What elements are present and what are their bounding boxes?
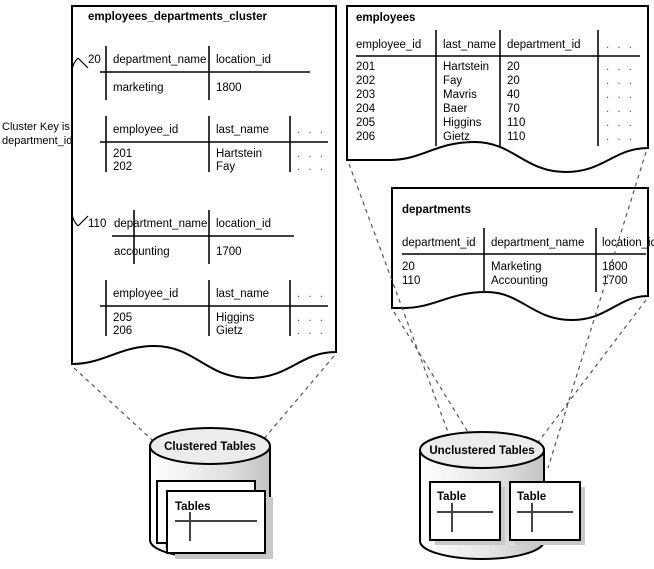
- card-label: Table: [437, 491, 466, 503]
- cluster-key-value: 20: [88, 54, 101, 66]
- table-cell: 20: [507, 75, 520, 87]
- cluster-key-label-line1: Cluster Key is: [2, 121, 70, 133]
- table-cell: Hartstein: [443, 61, 489, 73]
- table-cell: Accounting: [491, 275, 548, 287]
- column-header: employee_id: [113, 288, 178, 300]
- table-cell: 202: [356, 75, 375, 87]
- table-cell: 110: [507, 117, 525, 129]
- cluster-key-value: 110: [88, 218, 106, 230]
- table-cell: Gietz: [443, 131, 470, 143]
- table-cell: Fay: [443, 75, 462, 87]
- table-cell: 205: [113, 312, 132, 324]
- cylinder-top-ellipse: [149, 427, 271, 465]
- table-cell: Baer: [443, 103, 467, 115]
- departments-box-title: departments: [402, 204, 471, 216]
- cluster-emp-table-110: employee_id last_name . . . 205 Higgins …: [100, 280, 328, 337]
- clustered-tables-cylinder: Clustered Tables Tables: [149, 427, 273, 559]
- column-header: department_id: [402, 237, 476, 249]
- connector-departments-right: [519, 299, 647, 467]
- table-cell: 70: [507, 103, 520, 115]
- column-header: last_name: [216, 288, 269, 300]
- table-cell: 206: [356, 131, 375, 143]
- table-cell: 110: [507, 131, 525, 143]
- column-header: department_id: [507, 39, 581, 51]
- employees-box-title: employees: [356, 12, 415, 24]
- column-header: department_name: [113, 54, 206, 66]
- cluster-dept-table-110: department_name location_id accounting 1…: [112, 210, 294, 264]
- connector-employees-left: [348, 163, 463, 471]
- table-cell: Mavris: [443, 89, 477, 101]
- cluster-key-label-line2: department_id: [2, 135, 72, 147]
- table-cell: accounting: [114, 246, 170, 258]
- ellipsis-cell: . . .: [606, 75, 634, 87]
- cluster-box-title: employees_departments_cluster: [88, 11, 267, 23]
- cluster-group-110: 110 department_name location_id accounti…: [88, 210, 328, 337]
- column-header: location_id: [602, 237, 654, 249]
- table-cell: Higgins: [443, 117, 482, 129]
- ellipsis-cell: . . .: [606, 89, 634, 101]
- cylinder-top-ellipse: [419, 431, 545, 469]
- table-cell: 20: [402, 261, 415, 273]
- table-cell: 1800: [602, 261, 628, 273]
- column-header: location_id: [216, 218, 271, 230]
- ellipsis-column: . . .: [297, 288, 325, 300]
- table-cell: 204: [356, 103, 376, 115]
- table-cell: Hartstein: [216, 148, 262, 160]
- table-cell: Gietz: [216, 325, 243, 337]
- ellipsis-column: . . .: [297, 124, 325, 136]
- column-header: department_name: [491, 237, 584, 249]
- unclustered-cylinder-label: Unclustered Tables: [429, 445, 534, 457]
- card-label: Table: [517, 491, 546, 503]
- table-cell: 205: [356, 117, 375, 129]
- table-cell: 110: [402, 275, 420, 287]
- table-cell: 20: [507, 61, 520, 73]
- cluster-key-bracket: [71, 57, 89, 227]
- column-header: employee_id: [356, 39, 421, 51]
- table-cell: 40: [507, 89, 520, 101]
- column-header: location_id: [216, 54, 271, 66]
- table-cell: 1800: [216, 82, 242, 94]
- card-label: Tables: [175, 501, 211, 513]
- ellipsis-cell: . . .: [606, 103, 634, 115]
- table-cell: 203: [356, 89, 375, 101]
- ellipsis-cell: . . .: [606, 61, 634, 73]
- column-header: employee_id: [113, 124, 178, 136]
- ellipsis-column: . . .: [606, 39, 634, 51]
- column-header: last_name: [216, 124, 269, 136]
- cluster-group-20: 20 department_name location_id marketing…: [88, 46, 328, 173]
- cluster-emp-table-20: employee_id last_name . . . 201 Hartstei…: [100, 116, 328, 173]
- ellipsis-cell: . . .: [297, 325, 325, 337]
- table-cell: Higgins: [216, 312, 255, 324]
- unclustered-tables-cylinder: Unclustered Tables Table Table: [419, 431, 585, 560]
- column-header: last_name: [443, 39, 496, 51]
- cluster-box: employees_departments_cluster: [71, 5, 337, 380]
- table-cell: 201: [356, 61, 375, 73]
- connector-employees-right: [547, 151, 647, 469]
- cluster-dept-table-20: department_name location_id marketing 18…: [100, 46, 310, 100]
- column-header: department_name: [114, 218, 207, 230]
- table-cell: 201: [113, 148, 132, 160]
- clustered-cylinder-label: Clustered Tables: [164, 441, 256, 453]
- table-cell: 202: [113, 161, 132, 173]
- departments-box: departments department_id department_nam…: [391, 187, 654, 322]
- ellipsis-cell: . . .: [606, 117, 634, 129]
- employees-box: employees employee_id last_name departme…: [346, 5, 649, 174]
- table-cell: Fay: [216, 161, 235, 173]
- ellipsis-cell: . . .: [297, 312, 325, 324]
- table-cell: 1700: [216, 246, 242, 258]
- table-cell: 206: [113, 325, 132, 337]
- table-cell: marketing: [113, 82, 164, 94]
- ellipsis-cell: . . .: [297, 148, 325, 160]
- table-cell: 1700: [602, 275, 628, 287]
- ellipsis-cell: . . .: [606, 131, 634, 143]
- ellipsis-cell: . . .: [297, 161, 325, 173]
- table-cell: Marketing: [491, 261, 542, 273]
